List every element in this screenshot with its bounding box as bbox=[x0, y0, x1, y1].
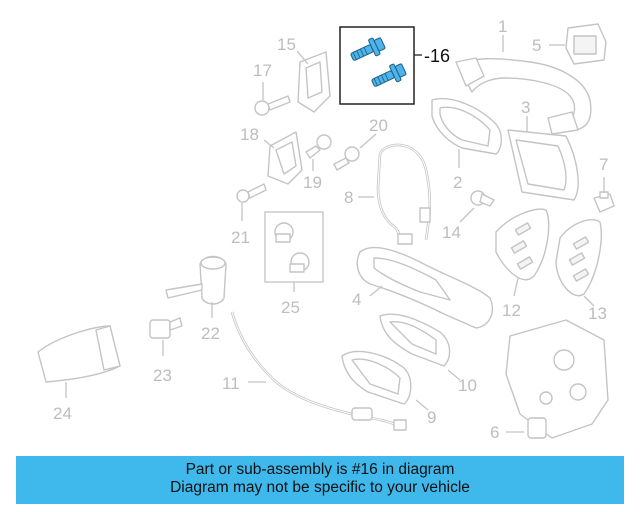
callout-9: 9 bbox=[427, 408, 436, 427]
part-14-plug[interactable] bbox=[470, 190, 495, 207]
part-15-bracket[interactable] bbox=[297, 51, 331, 113]
part-6-latch[interactable] bbox=[505, 319, 609, 439]
callout-24: 24 bbox=[53, 404, 72, 423]
part-11-cable[interactable] bbox=[230, 311, 407, 431]
banner-line-1: Part or sub-assembly is #16 in diagram bbox=[185, 461, 455, 478]
part-3-bezel[interactable] bbox=[507, 129, 579, 201]
parts-diagram: -16 1 5 3 2 7 15 17 bbox=[37, 17, 615, 442]
callout-15: 15 bbox=[277, 35, 296, 54]
part-2-handle-bezel[interactable] bbox=[431, 98, 502, 155]
part-17-bolt[interactable] bbox=[254, 95, 291, 116]
part-8-rod[interactable] bbox=[376, 143, 432, 245]
part-18-bracket[interactable] bbox=[267, 131, 303, 185]
banner-line-2: Diagram may not be specific to your vehi… bbox=[170, 479, 470, 496]
callout-25: 25 bbox=[281, 298, 300, 317]
callout-8: 8 bbox=[344, 188, 353, 207]
callout-22: 22 bbox=[201, 324, 220, 343]
info-banner: Part or sub-assembly is #16 in diagram D… bbox=[16, 456, 624, 504]
callout-13: 13 bbox=[588, 304, 607, 323]
part-10-trim[interactable] bbox=[379, 313, 451, 367]
part-13-seal[interactable] bbox=[555, 219, 602, 297]
part-19-bolt[interactable] bbox=[305, 134, 332, 159]
part-21-screw[interactable] bbox=[236, 183, 267, 203]
callout-10: 10 bbox=[458, 376, 477, 395]
callout-4: 4 bbox=[352, 290, 361, 309]
part-7-screw[interactable] bbox=[593, 191, 615, 213]
part-1-outer-handle[interactable] bbox=[455, 57, 592, 135]
callout-20: 20 bbox=[369, 116, 388, 135]
callout-17: 17 bbox=[253, 61, 272, 80]
callout-5: 5 bbox=[532, 36, 541, 55]
callout-7: 7 bbox=[599, 155, 608, 174]
callout-1: 1 bbox=[498, 17, 507, 36]
part-12-seal[interactable] bbox=[495, 208, 550, 281]
callout-18: 18 bbox=[240, 125, 259, 144]
callout-6: 6 bbox=[490, 423, 499, 442]
part-22-bracket[interactable] bbox=[165, 255, 227, 305]
callout-19: 19 bbox=[303, 173, 322, 192]
part-23-clip[interactable] bbox=[149, 317, 183, 339]
callout-16: -16 bbox=[424, 46, 450, 66]
callout-3: 3 bbox=[521, 98, 530, 117]
callout-12: 12 bbox=[502, 301, 521, 320]
part-24-cover[interactable] bbox=[37, 325, 121, 383]
part-5-cap[interactable] bbox=[565, 23, 607, 65]
part-16-bolts[interactable] bbox=[339, 26, 422, 105]
callout-11: 11 bbox=[222, 374, 240, 393]
callout-2: 2 bbox=[453, 173, 462, 192]
part-25-kit[interactable] bbox=[264, 211, 324, 283]
callout-21: 21 bbox=[231, 228, 250, 247]
part-4-inner-handle[interactable] bbox=[356, 246, 494, 329]
part-9-inner-handle[interactable] bbox=[341, 350, 412, 405]
part-20-bolt[interactable] bbox=[333, 146, 360, 171]
callout-23: 23 bbox=[153, 366, 172, 385]
callout-14: 14 bbox=[442, 223, 461, 242]
